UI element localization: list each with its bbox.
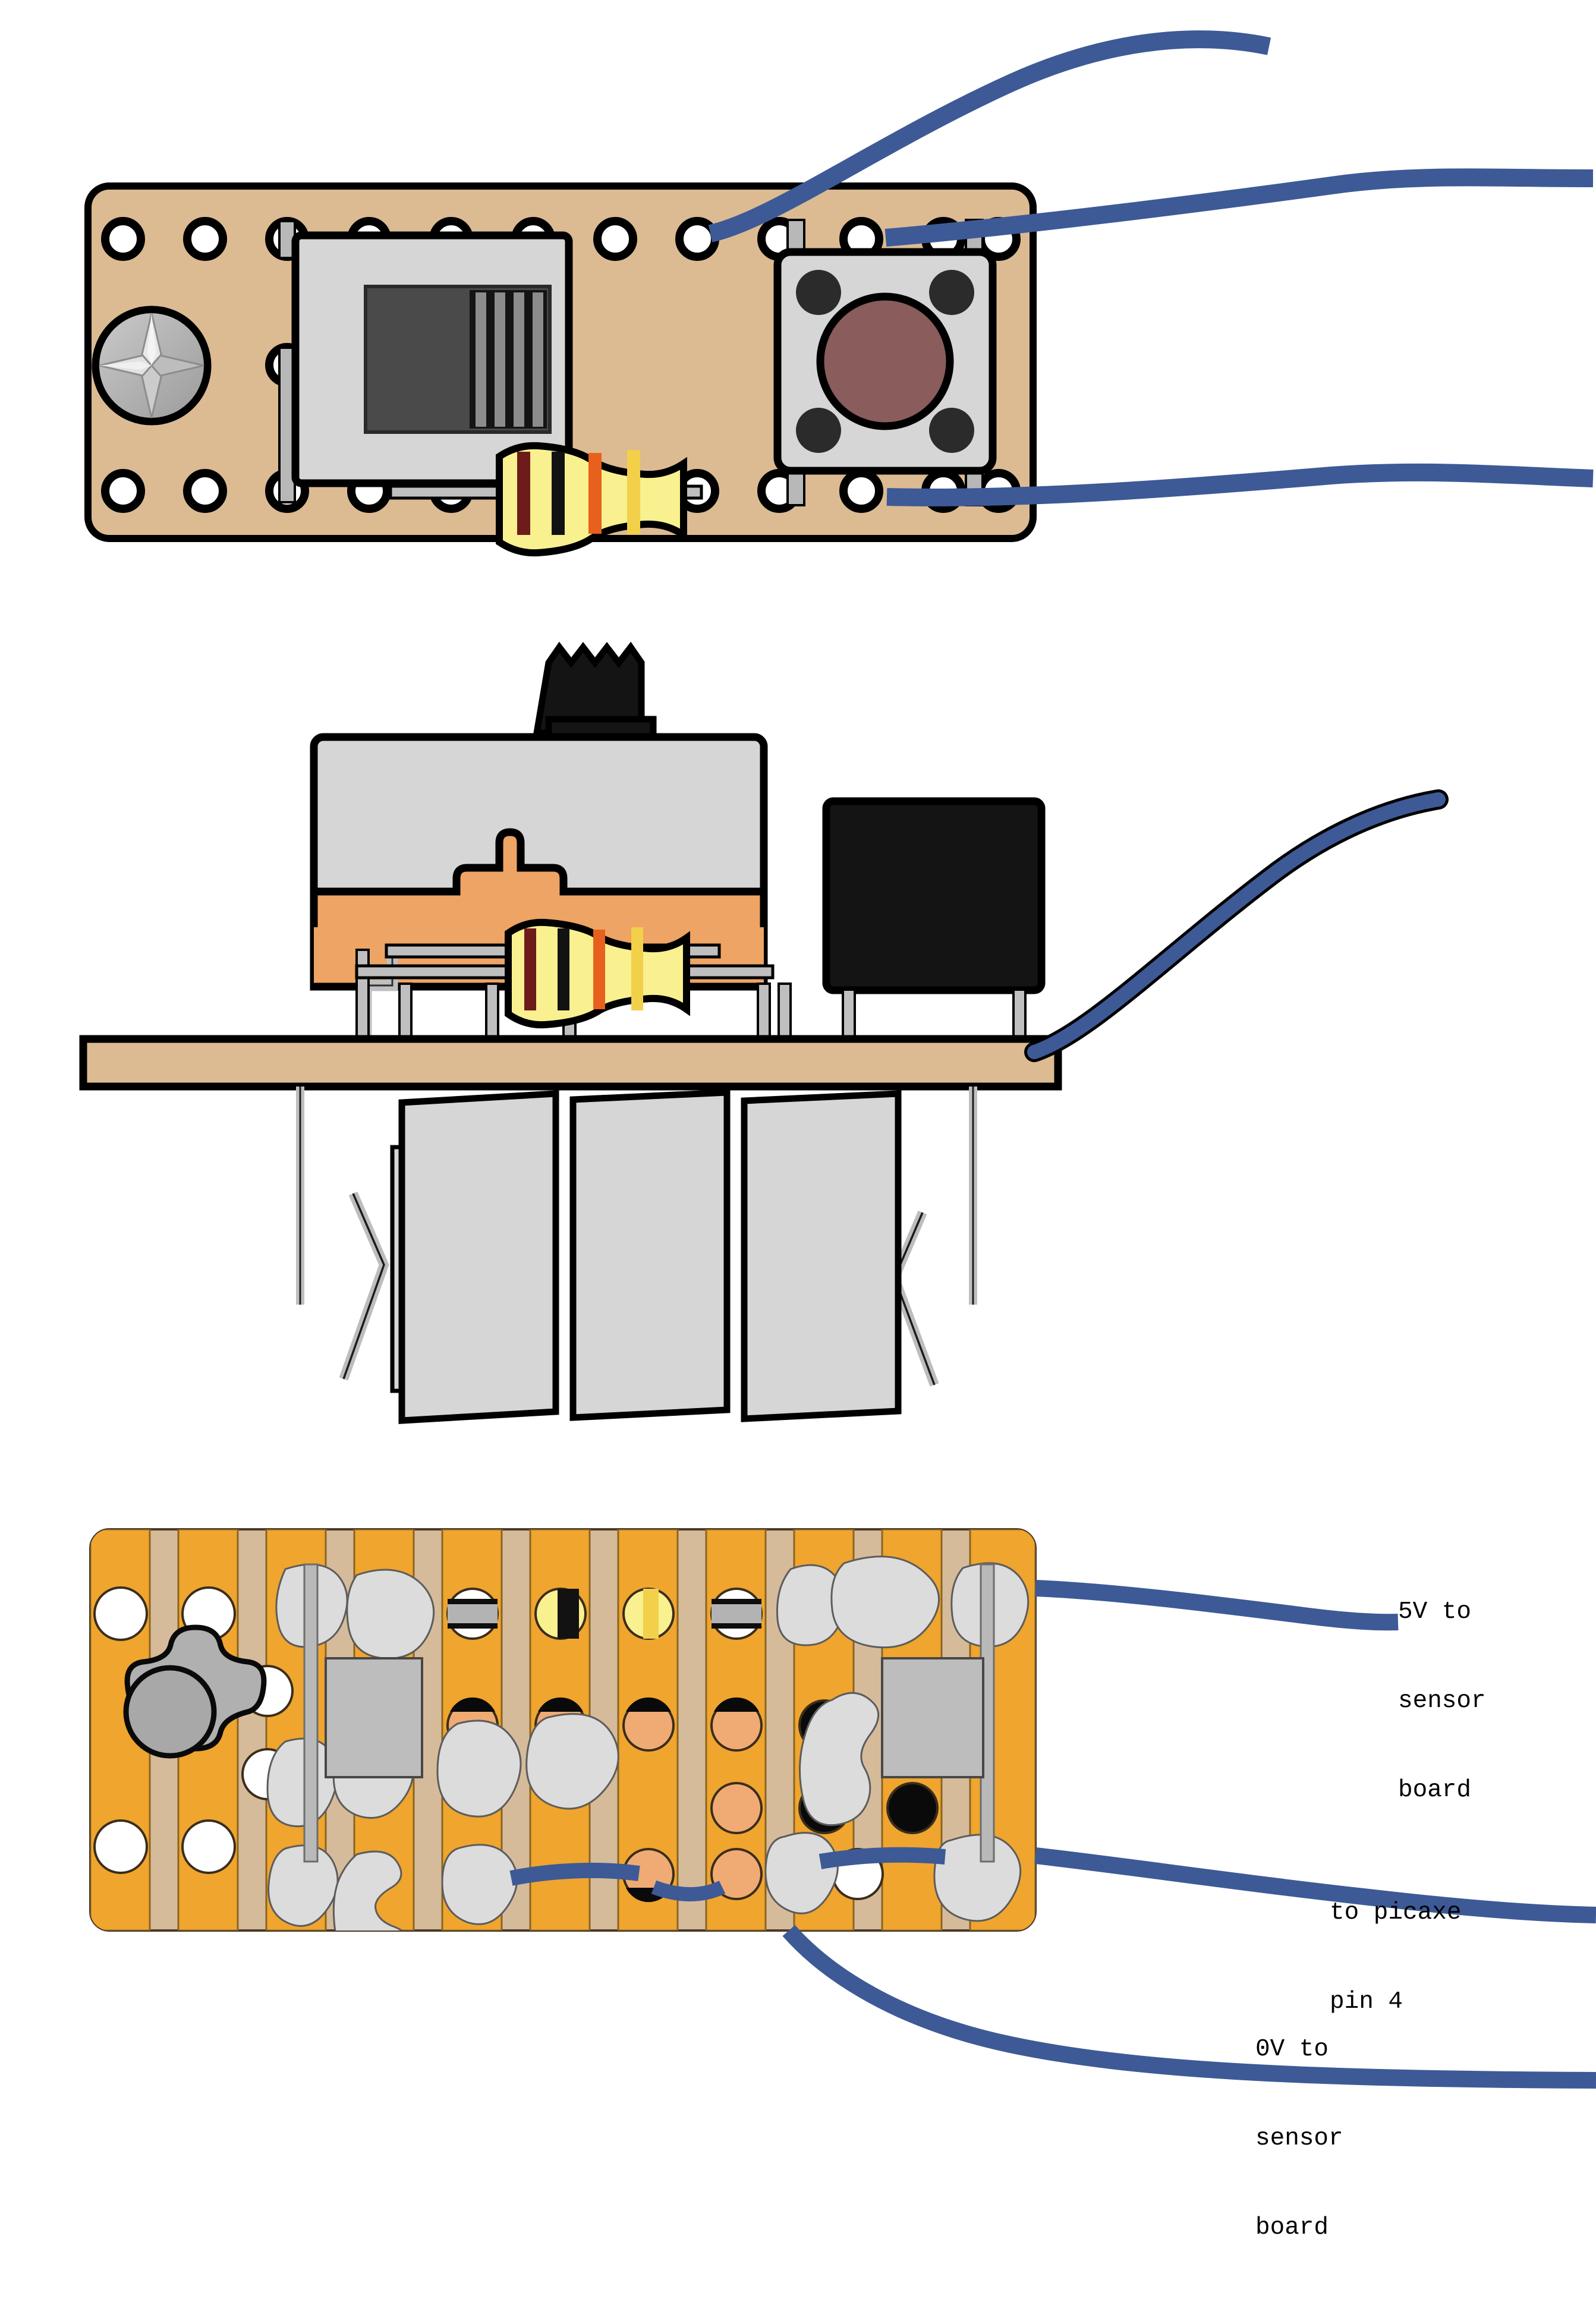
- panel-underside-stripboard: [89, 1528, 1596, 2089]
- stripboard-wires: [509, 1580, 1596, 2089]
- hole-lead-end: [446, 1588, 499, 1640]
- tactile-push-button-top[interactable]: [773, 219, 997, 506]
- board-underside-side: [296, 1087, 977, 1424]
- label-5v-line3: board: [1398, 1777, 1472, 1804]
- wire-0v: [782, 1925, 1596, 2089]
- wire-5v: [1035, 1580, 1399, 1631]
- board-edge-side: [79, 1035, 1062, 1091]
- phillips-screw: [92, 306, 212, 426]
- button-footprint-underside: [123, 1624, 267, 1759]
- wire-side: [1024, 789, 1449, 1062]
- hole-resistor-gold: [622, 1588, 675, 1640]
- label-pin4-line2: pin 4: [1330, 1988, 1403, 2016]
- push-button-side: [822, 797, 1046, 994]
- component-body-right: [881, 1657, 984, 1778]
- component-body-left: [325, 1657, 423, 1778]
- wire-top-upper: [708, 30, 1271, 243]
- label-picaxe-pin4: to picaxe pin 4: [1330, 1838, 1461, 2076]
- panel-top-view-sensor-board: [84, 30, 1594, 557]
- label-0v-line3: board: [1255, 2214, 1329, 2241]
- wire-top-middle: [884, 168, 1594, 247]
- light-sensor: [291, 231, 573, 487]
- wire-link-2: [651, 1880, 726, 1901]
- label-5v-line2: sensor: [1398, 1687, 1486, 1715]
- label-0v: 0V to sensor board: [1255, 1975, 1343, 2302]
- wire-link-3: [819, 1847, 946, 1869]
- wire-picaxe-pin4: [1034, 1847, 1596, 1923]
- panel-side-view-sensor-board: [79, 641, 1449, 1424]
- label-5v: 5V to sensor board: [1398, 1538, 1486, 1865]
- wire-top-lower: [886, 463, 1594, 507]
- sensor-grating: [470, 290, 547, 429]
- illustration-canvas: 5V to sensor board to picaxe pin 4 0V to…: [79, 30, 1596, 2241]
- resistor-top-view: [389, 442, 703, 557]
- hole-resistor-band: [534, 1588, 587, 1640]
- wire-link-1: [509, 1862, 640, 1886]
- label-pin4-line1: to picaxe: [1330, 1899, 1462, 1926]
- lead-strip-left: [303, 1563, 319, 1863]
- stripboard-components: [303, 1563, 995, 1863]
- resistor-side-view: [505, 918, 690, 1029]
- hole-lead-end: [710, 1588, 763, 1640]
- label-0v-line1: 0V to: [1255, 2036, 1329, 2063]
- label-0v-line2: sensor: [1255, 2125, 1343, 2152]
- label-5v-line1: 5V to: [1398, 1598, 1472, 1626]
- wires-top-view: [708, 30, 1594, 507]
